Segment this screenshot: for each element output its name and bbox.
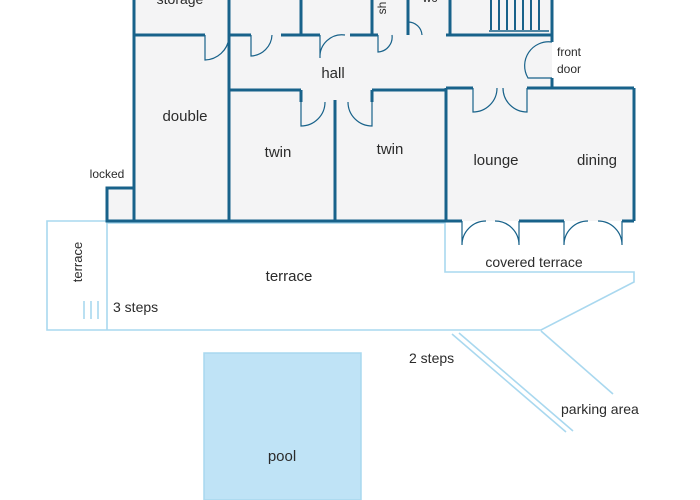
pool [203, 352, 362, 500]
wc-room [229, 0, 301, 35]
locked-room [107, 188, 134, 221]
twin-right-label: twin [377, 141, 404, 158]
covered-terrace-label: covered terrace [485, 254, 582, 270]
double-label: double [162, 108, 207, 125]
front-door-label-line1: front [557, 45, 582, 59]
parking-area-label: parking area [561, 401, 639, 417]
lounge-dining-room [446, 88, 634, 221]
two-steps-label: 2 steps [409, 350, 454, 366]
three-steps-icon [83, 301, 99, 319]
shower-label: sh [375, 2, 389, 15]
stairs-icon [489, 0, 549, 32]
terrace-side-label: terrace [70, 242, 85, 282]
doors [204, 21, 623, 246]
stairs-room [450, 0, 552, 35]
wc2-room [408, 0, 450, 35]
hall-label: hall [321, 65, 344, 82]
twin-left-label: twin [265, 144, 292, 161]
storage-label: storage [157, 0, 204, 7]
lounge-label: lounge [473, 152, 518, 169]
three-steps-label: 3 steps [113, 299, 158, 315]
shower-room [372, 0, 408, 35]
two-steps-icon [451, 332, 574, 433]
wc-label: wc [422, 0, 438, 5]
dining-label: dining [577, 152, 617, 169]
front-door-label-line2: door [557, 62, 581, 76]
twin-right-room [335, 90, 446, 221]
storage-room [134, 0, 229, 35]
double-room [134, 35, 229, 221]
locked-label: locked [90, 167, 125, 181]
terrace-main-label: terrace [266, 268, 313, 285]
twin-left-room [229, 90, 335, 221]
pool-label: pool [268, 448, 296, 465]
room-mid [301, 0, 372, 35]
parking-access-line [540, 330, 614, 395]
